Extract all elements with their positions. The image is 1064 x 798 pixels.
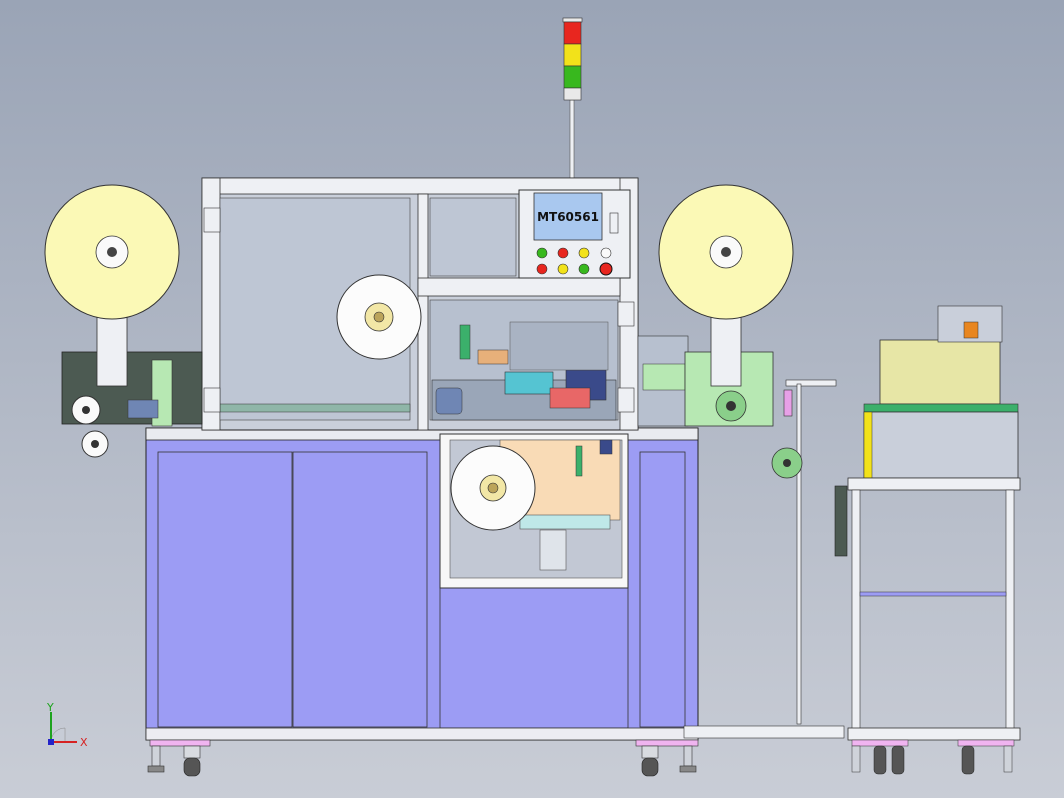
axis-y-label: Y — [46, 701, 54, 714]
button-yellow-2[interactable] — [557, 263, 569, 275]
internal-reel — [336, 274, 422, 360]
cabinet-door-right — [639, 451, 686, 728]
machine-feet — [147, 739, 699, 777]
left-reel-assembly — [44, 184, 203, 458]
tension-pole — [683, 379, 845, 739]
button-green-2[interactable] — [578, 263, 590, 275]
button-red-2[interactable] — [536, 263, 548, 275]
tower-light-yellow — [563, 43, 582, 67]
internal-mechanism — [431, 321, 617, 421]
axis-x-label: X — [80, 736, 88, 749]
cabinet-door-middle — [292, 451, 428, 728]
button-white-1[interactable] — [600, 247, 612, 259]
tower-light-red — [563, 21, 582, 45]
machine-cabinet — [145, 427, 699, 741]
button-red-1[interactable] — [557, 247, 569, 259]
side-stand — [834, 305, 1021, 775]
button-yellow-1[interactable] — [578, 247, 590, 259]
right-reel-assembly — [637, 184, 794, 427]
hmi-screen[interactable] — [533, 192, 603, 241]
signal-tower — [562, 17, 583, 179]
tower-light-green — [563, 65, 582, 89]
axis-triad: Y X — [46, 701, 88, 749]
lower-reel — [450, 445, 536, 531]
control-panel[interactable]: MT60561 — [518, 189, 631, 279]
hmi-screen-label: MT60561 — [537, 210, 599, 224]
emergency-stop-button[interactable] — [599, 262, 613, 276]
button-green-1[interactable] — [536, 247, 548, 259]
cabinet-door-left — [157, 451, 293, 728]
